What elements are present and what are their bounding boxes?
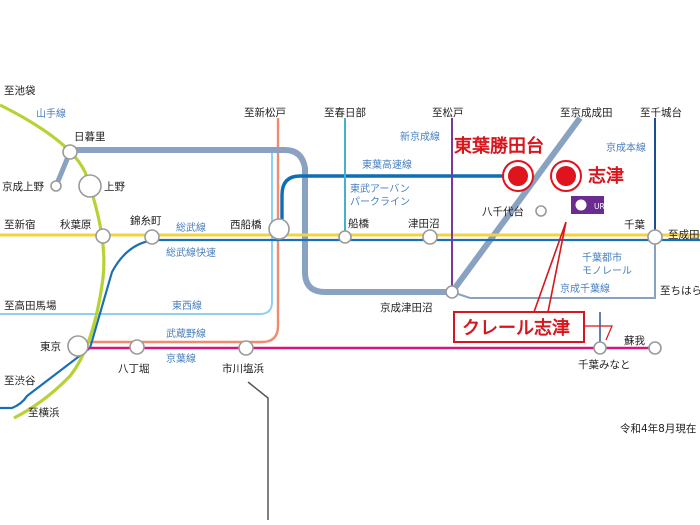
keisei-chiba-line bbox=[451, 240, 656, 299]
label-monorail-2: モノレール bbox=[582, 266, 632, 277]
toyo-rapid-line bbox=[280, 174, 520, 230]
label-shin-keisei: 新京成線 bbox=[400, 130, 440, 143]
property-name: クレール志津 bbox=[462, 317, 570, 339]
label-nippori: 日暮里 bbox=[74, 130, 106, 143]
dir-chiharadai: 至ちはら台 bbox=[660, 284, 700, 297]
station-shizu-marker bbox=[550, 160, 582, 192]
dir-matsudo: 至松戸 bbox=[432, 106, 464, 119]
label-akihabara: 秋葉原 bbox=[60, 218, 92, 231]
label-funabashi: 船橋 bbox=[348, 217, 369, 230]
dir-shinjuku: 至新宿 bbox=[4, 218, 36, 231]
label-chiba: 千葉 bbox=[624, 218, 645, 231]
label-kinshicho: 錦糸町 bbox=[130, 214, 162, 227]
station-keisei-tsudanuma bbox=[445, 285, 459, 299]
station-higashi-katsutadai-marker bbox=[502, 160, 534, 192]
dir-keisei-narita: 至京成成田 bbox=[560, 106, 613, 119]
label-soga: 蘇我 bbox=[624, 334, 645, 347]
label-keisei-ueno: 京成上野 bbox=[2, 180, 44, 193]
label-hatchobori: 八丁堀 bbox=[118, 363, 150, 375]
property-to-chiba-minato bbox=[584, 325, 613, 341]
tozai-line bbox=[0, 150, 273, 315]
station-tsudanuma bbox=[422, 229, 438, 245]
label-ichikawa-shiohama: 市川塩浜 bbox=[222, 362, 264, 375]
dir-takadanobaba: 至高田馬場 bbox=[4, 299, 57, 312]
label-nishifunabashi: 西船橋 bbox=[230, 218, 262, 231]
station-kinshicho bbox=[144, 229, 160, 245]
station-soga bbox=[648, 341, 662, 355]
shizu-label: 志津 bbox=[588, 165, 624, 187]
label-monorail-1: 千葉都市 bbox=[582, 251, 622, 264]
label-yamanote: 山手線 bbox=[36, 107, 66, 120]
label-chiba-minato: 千葉みなと bbox=[578, 358, 631, 371]
label-keisei-tsudanuma: 京成津田沼 bbox=[380, 301, 433, 314]
label-keisei-honsen: 京成本線 bbox=[606, 141, 646, 154]
label-tozai: 東西線 bbox=[172, 299, 202, 312]
station-ueno bbox=[78, 174, 102, 198]
dir-chishirodai: 至千城台 bbox=[640, 106, 682, 119]
label-tobu-urban-2: パークライン bbox=[350, 196, 410, 208]
label-keiyo: 京葉線 bbox=[166, 352, 196, 365]
station-yachiyodai bbox=[535, 205, 547, 217]
property-callout-box bbox=[453, 311, 585, 343]
dir-narita: 至成田 bbox=[668, 229, 700, 241]
station-akihabara bbox=[95, 228, 111, 244]
dir-kasukabe: 至春日部 bbox=[324, 106, 366, 119]
station-keisei-ueno bbox=[50, 180, 62, 192]
dir-ikebukuro: 至池袋 bbox=[4, 84, 36, 97]
dir-yokohama: 至横浜 bbox=[28, 406, 60, 419]
station-ichikawa-shiohama bbox=[238, 340, 254, 356]
station-funabashi bbox=[338, 230, 352, 244]
ur-logo: UR bbox=[571, 196, 605, 214]
label-ueno: 上野 bbox=[104, 181, 125, 193]
station-chiba bbox=[647, 229, 663, 245]
station-nippori bbox=[62, 144, 78, 160]
keisei-main-line bbox=[70, 116, 583, 295]
station-nishifunabashi bbox=[268, 218, 290, 240]
label-tokyo: 東京 bbox=[40, 340, 61, 353]
label-musashino: 武蔵野線 bbox=[166, 327, 206, 340]
label-sobu: 総武線 bbox=[176, 221, 206, 234]
label-yachiyodai: 八千代台 bbox=[482, 205, 524, 218]
station-hatchobori bbox=[129, 339, 145, 355]
label-sobu-rapid: 総武線快速 bbox=[166, 246, 216, 259]
label-tsudanuma: 津田沼 bbox=[408, 217, 440, 230]
musashino-line bbox=[82, 118, 280, 344]
higashi-katsutadai-label: 東葉勝田台 bbox=[454, 135, 544, 157]
station-chiba-minato bbox=[593, 341, 607, 355]
ur-logo-text: UR bbox=[594, 202, 605, 211]
footnote: 令和4年8月現在 bbox=[620, 422, 696, 435]
property-pointer bbox=[533, 221, 567, 313]
label-toyo-kousoku: 東葉高速線 bbox=[362, 158, 412, 171]
station-tokyo bbox=[67, 335, 89, 357]
dir-shibuya: 至渋谷 bbox=[4, 374, 36, 387]
dir-shinmatsudo: 至新松戸 bbox=[244, 106, 286, 119]
joban-line bbox=[247, 381, 269, 520]
label-keisei-chiba: 京成千葉線 bbox=[560, 282, 610, 295]
label-tobu-urban-1: 東武アーバン bbox=[350, 182, 410, 195]
